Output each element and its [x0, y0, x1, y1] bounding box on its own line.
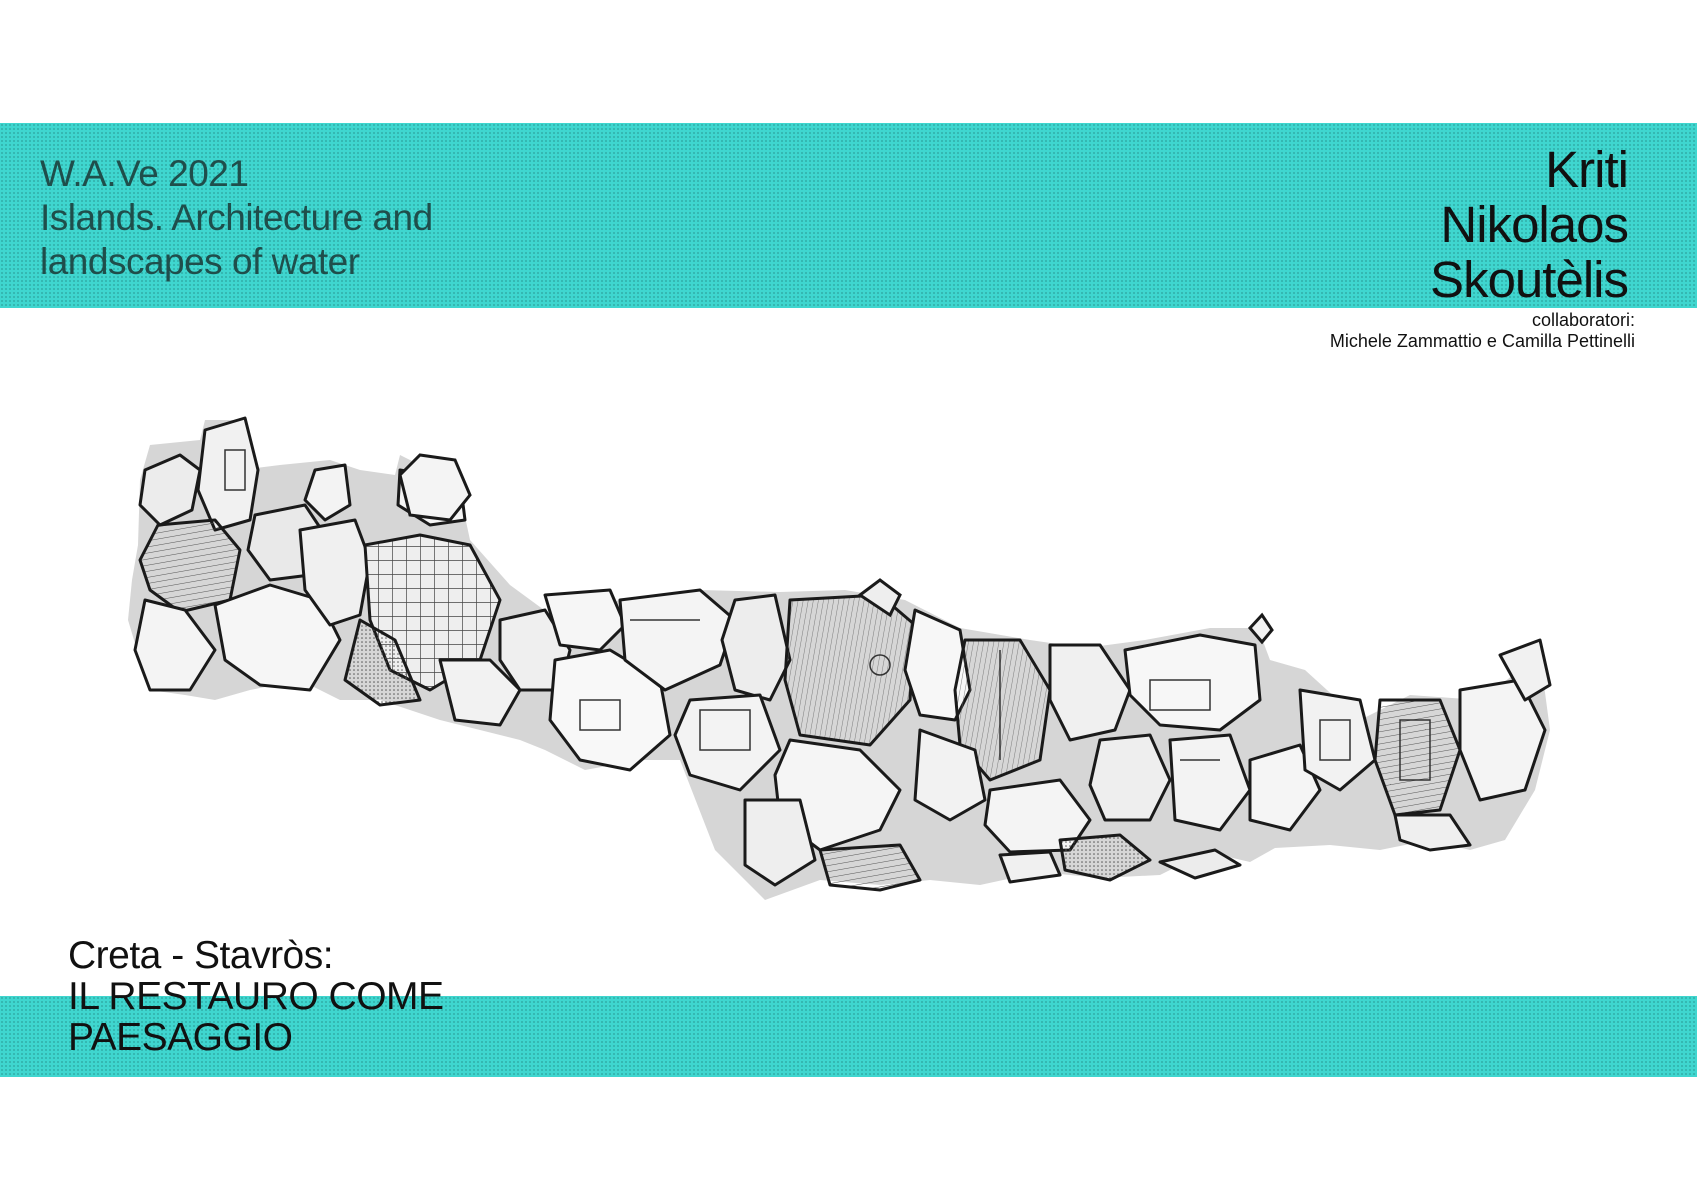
collaborators-label: collaboratori: [1531, 310, 1635, 330]
collaborators: collaboratori: Michele Zammattio e Camil… [1330, 310, 1635, 352]
project-title-line: IL RESTAURO COME [68, 975, 444, 1018]
author-line: Kriti [1545, 141, 1629, 198]
event-line: Islands. Architecture and [40, 197, 433, 238]
project-subtitle: Creta - Stavròs: [68, 934, 334, 977]
author-name: Kriti Nikolaos Skoutèlis [1430, 141, 1629, 308]
bottom-banner [0, 996, 1697, 1077]
project-title-line: PAESAGGIO [68, 1016, 293, 1059]
project-title: Creta - Stavròs: IL RESTAURO COME PAESAG… [68, 935, 444, 1058]
author-line: Skoutèlis [1430, 251, 1629, 308]
author-line: Nikolaos [1440, 196, 1629, 253]
top-banner [0, 123, 1697, 308]
event-line: landscapes of water [40, 241, 360, 282]
event-line: W.A.Ve 2021 [40, 153, 249, 194]
collaborators-names: Michele Zammattio e Camilla Pettinelli [1329, 331, 1635, 351]
event-title: W.A.Ve 2021 Islands. Architecture and la… [40, 152, 433, 284]
